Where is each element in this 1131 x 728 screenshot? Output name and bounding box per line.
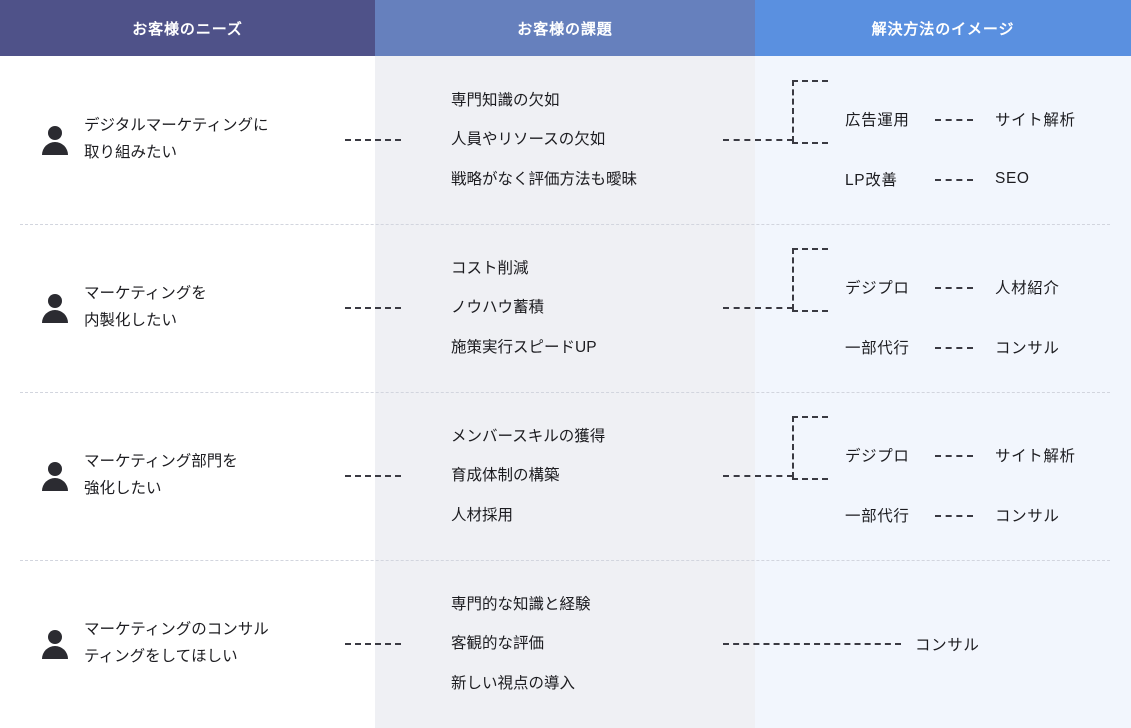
solutions-cell: 広告運用 サイト解析 LP改善 SEO (755, 56, 1131, 224)
need-label: マーケティングのコンサル ティングをしてほしい (84, 621, 269, 665)
branch-bracket (792, 416, 828, 480)
column-header-solutions: 解決方法のイメージ (755, 0, 1131, 56)
solutions-cell: コンサル (755, 560, 1131, 728)
branch-bracket (792, 80, 828, 144)
solution-primary-label: デジプロ (845, 448, 910, 465)
person-icon (40, 629, 70, 659)
solution-secondary-label: サイト解析 (995, 112, 1076, 129)
connector-needs-to-issues (345, 307, 401, 309)
connector-issues-to-solutions (723, 475, 793, 477)
solutions-cell: デジプロ サイト解析 一部代行 コンサル (755, 392, 1131, 560)
matrix-row: マーケティングのコンサル ティングをしてほしい 専門的な知識と経験 客観的な評価… (0, 560, 1131, 728)
column-band-issues (375, 0, 755, 728)
solution-primary-label: デジプロ (845, 280, 910, 297)
need-label: デジタルマーケティングに 取り組みたい (84, 117, 269, 161)
issue-item: 施策実行スピードUP (451, 338, 597, 356)
needs-cell: マーケティングのコンサル ティングをしてほしい (0, 560, 375, 728)
issue-item: 人材採用 (451, 506, 514, 524)
solution-primary-label: 広告運用 (845, 112, 910, 129)
solution-secondary-label: コンサル (995, 508, 1060, 525)
solution-secondary-label: 人材紹介 (995, 280, 1060, 297)
issue-item: 戦略がなく評価方法も曖昧 (451, 170, 638, 188)
issues-cell: コスト削減 ノウハウ蓄積 施策実行スピードUP (375, 224, 755, 392)
issue-item: 新しい視点の導入 (451, 674, 576, 692)
issue-item: ノウハウ蓄積 (451, 299, 545, 317)
row-divider (20, 560, 1110, 561)
connector-primary-to-secondary (935, 455, 973, 457)
person-icon (40, 293, 70, 323)
connector-issues-to-solutions (723, 307, 793, 309)
connector-primary-to-secondary (935, 119, 973, 121)
issue-item: 客観的な評価 (451, 635, 545, 653)
needs-cell: マーケティング部門を 強化したい (0, 392, 375, 560)
connector-primary-to-secondary (935, 515, 973, 517)
connector-primary-to-secondary (935, 179, 973, 181)
solution-primary-label: 一部代行 (845, 340, 910, 357)
issues-cell: メンバースキルの獲得 育成体制の構築 人材採用 (375, 392, 755, 560)
row-divider (20, 224, 1110, 225)
connector-primary-to-secondary (935, 347, 973, 349)
connector-needs-to-issues (345, 643, 401, 645)
row-divider (20, 392, 1110, 393)
header-row: お客様のニーズ お客様の課題 解決方法のイメージ (0, 0, 1131, 56)
matrix-row: デジタルマーケティングに 取り組みたい 専門知識の欠如 人員やリソースの欠如 戦… (0, 56, 1131, 224)
matrix-row: マーケティングを 内製化したい コスト削減 ノウハウ蓄積 施策実行スピードUP … (0, 224, 1131, 392)
solution-primary-label: LP改善 (845, 172, 898, 189)
need-label: マーケティング部門を 強化したい (84, 453, 238, 497)
column-header-needs: お客様のニーズ (0, 0, 375, 56)
issue-item: 専門的な知識と経験 (451, 595, 591, 613)
need-label: マーケティングを 内製化したい (84, 285, 207, 329)
solution-single-label: コンサル (915, 637, 980, 654)
solution-primary-label: 一部代行 (845, 508, 910, 525)
needs-cell: マーケティングを 内製化したい (0, 224, 375, 392)
connector-needs-to-issues (345, 139, 401, 141)
branch-bracket (792, 248, 828, 312)
issue-item: 育成体制の構築 (451, 467, 560, 485)
issues-cell: 専門知識の欠如 人員やリソースの欠如 戦略がなく評価方法も曖昧 (375, 56, 755, 224)
solution-secondary-label: サイト解析 (995, 448, 1076, 465)
connector-primary-to-secondary (935, 287, 973, 289)
connector-issues-to-solutions (723, 139, 793, 141)
person-icon (40, 461, 70, 491)
matrix-rows: デジタルマーケティングに 取り組みたい 専門知識の欠如 人員やリソースの欠如 戦… (0, 56, 1131, 728)
issue-item: 専門知識の欠如 (451, 91, 560, 109)
needs-cell: デジタルマーケティングに 取り組みたい (0, 56, 375, 224)
person-icon (40, 125, 70, 155)
solution-secondary-label: SEO (995, 170, 1030, 187)
connector-needs-to-issues (345, 475, 401, 477)
column-band-needs (0, 0, 375, 728)
column-band-solutions (755, 0, 1131, 728)
solutions-cell: デジプロ 人材紹介 一部代行 コンサル (755, 224, 1131, 392)
matrix-row: マーケティング部門を 強化したい メンバースキルの獲得 育成体制の構築 人材採用… (0, 392, 1131, 560)
solution-secondary-label: コンサル (995, 340, 1060, 357)
issues-cell: 専門的な知識と経験 客観的な評価 新しい視点の導入 (375, 560, 755, 728)
issue-item: 人員やリソースの欠如 (451, 131, 606, 149)
connector-issues-to-solutions (723, 643, 901, 645)
column-header-issues: お客様の課題 (375, 0, 755, 56)
issue-item: メンバースキルの獲得 (451, 427, 606, 445)
issue-item: コスト削減 (451, 259, 529, 277)
